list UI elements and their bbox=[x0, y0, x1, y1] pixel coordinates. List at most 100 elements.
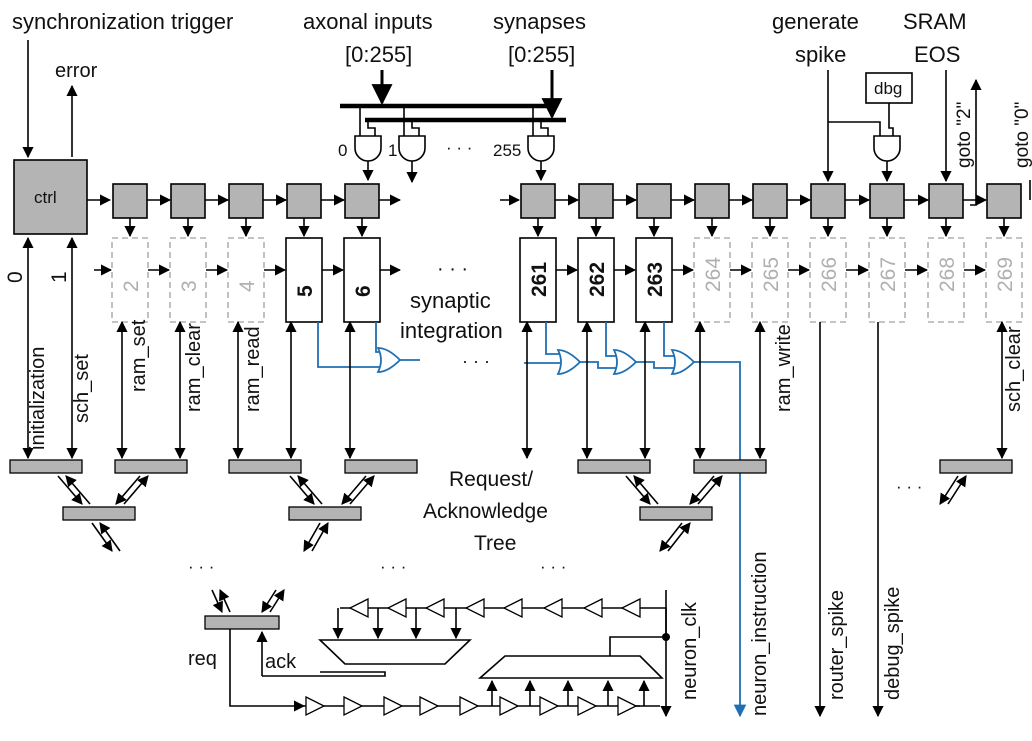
delay-chains bbox=[304, 597, 667, 717]
sram-label: SRAM bbox=[903, 9, 967, 34]
acknowledge-label: Acknowledge bbox=[423, 500, 548, 523]
controller-step bbox=[170, 183, 206, 219]
arbiter-bar bbox=[288, 506, 362, 521]
tree-ellipsis-2: · · · bbox=[380, 557, 406, 576]
state-label: 3 bbox=[178, 280, 201, 292]
eos-label: EOS bbox=[914, 42, 960, 67]
arbiter-bar bbox=[62, 506, 136, 521]
dbg-label: dbg bbox=[874, 79, 902, 98]
state-label: 5 bbox=[294, 285, 317, 297]
arbiter-bar bbox=[577, 459, 651, 474]
controller-step bbox=[869, 183, 905, 219]
synapses-range-label: [0:255] bbox=[508, 42, 575, 67]
state-label: 262 bbox=[586, 262, 609, 297]
controller-step bbox=[578, 183, 614, 219]
initialization-label: initialization bbox=[27, 347, 49, 450]
synaptic-or-chain: · · · bbox=[317, 322, 747, 718]
state-label: 2 bbox=[120, 280, 143, 292]
arbiter-bar bbox=[693, 459, 767, 474]
controller-step bbox=[986, 183, 1022, 219]
ack-label: ack bbox=[265, 651, 297, 673]
state-label: 4 bbox=[236, 280, 259, 292]
router-spike-label: router_spike bbox=[826, 590, 848, 700]
controller-step bbox=[636, 183, 672, 219]
arbiter-bar bbox=[344, 459, 418, 474]
controller-step bbox=[286, 183, 322, 219]
goto2-label: goto "2" bbox=[954, 102, 975, 168]
state-box bbox=[809, 237, 847, 323]
controller-step bbox=[752, 183, 788, 219]
ctrl-label: ctrl bbox=[34, 188, 57, 207]
debug-spike-label: debug_spike bbox=[882, 587, 904, 700]
controller-step bbox=[810, 183, 846, 219]
controller-step bbox=[928, 183, 964, 219]
state-label: 264 bbox=[702, 257, 725, 292]
and-gate-1 bbox=[398, 135, 426, 162]
gate-255-label: 255 bbox=[493, 141, 521, 160]
state-label: 268 bbox=[936, 257, 959, 292]
state-box bbox=[985, 237, 1023, 323]
generate-label: generate bbox=[772, 9, 859, 34]
signal-arrows bbox=[22, 236, 1008, 460]
tree-ellipsis-1: · · · bbox=[188, 557, 214, 576]
controller-step bbox=[344, 183, 380, 219]
state-box bbox=[577, 237, 615, 323]
gate-1-label: 1 bbox=[388, 141, 397, 160]
state-label: 269 bbox=[994, 257, 1017, 292]
state-box bbox=[169, 237, 207, 323]
state-label: 267 bbox=[877, 257, 900, 292]
dbg-and-gate bbox=[873, 135, 901, 162]
root-arbiter bbox=[204, 615, 280, 630]
and-gate-0 bbox=[354, 135, 382, 162]
state-box bbox=[285, 237, 323, 323]
state-box bbox=[111, 237, 149, 323]
state-box bbox=[227, 237, 265, 323]
state-box bbox=[751, 237, 789, 323]
request-label: Request/ bbox=[449, 468, 533, 491]
error-label: error bbox=[55, 60, 98, 82]
request-acknowledge-tree bbox=[9, 459, 1013, 614]
state-box bbox=[635, 237, 673, 323]
gate-0-label: 0 bbox=[338, 141, 347, 160]
tree-ellipsis-3: · · · bbox=[540, 557, 566, 576]
state-label: 261 bbox=[528, 262, 551, 297]
axonal-range-label: [0:255] bbox=[345, 42, 412, 67]
controller-step bbox=[112, 183, 148, 219]
ram-set-label: ram_set bbox=[128, 319, 150, 392]
or-ellipsis: · · · bbox=[462, 351, 490, 371]
sync-trigger-label: synchronization trigger bbox=[12, 9, 233, 34]
state-label: 6 bbox=[352, 285, 375, 297]
goto0-label: goto "0" bbox=[1012, 102, 1032, 168]
arbiter-bar bbox=[639, 506, 713, 521]
neuron-clk-label: neuron_clk bbox=[679, 601, 701, 700]
synapses-label: synapses bbox=[493, 9, 586, 34]
req-label: req bbox=[188, 648, 217, 670]
state-box bbox=[927, 237, 965, 323]
states-ellipsis: · · · bbox=[437, 258, 468, 280]
controller-step bbox=[228, 183, 264, 219]
neuron-instruction-label: neuron_instruction bbox=[749, 551, 771, 716]
controller-step bbox=[694, 183, 730, 219]
axonal-label: axonal inputs bbox=[303, 9, 433, 34]
state-box bbox=[343, 237, 381, 323]
ram-write-label: ram_write bbox=[773, 324, 795, 412]
state-controller-row bbox=[87, 183, 1022, 238]
gates-ellipsis: · · · bbox=[446, 138, 472, 157]
ack-mux bbox=[318, 639, 472, 665]
state-label: 265 bbox=[760, 257, 783, 292]
arbiter-bar bbox=[9, 459, 83, 474]
state-label: 266 bbox=[818, 257, 841, 292]
state-box bbox=[868, 237, 906, 323]
state-1-label: 1 bbox=[48, 271, 71, 283]
arbiter-bar bbox=[228, 459, 302, 474]
req-mux bbox=[477, 655, 664, 679]
integration-label: integration bbox=[400, 318, 503, 343]
sch-set-label: sch_set bbox=[71, 354, 93, 423]
state-0-label: 0 bbox=[4, 271, 27, 283]
ram-clear-label: ram_clear bbox=[183, 323, 205, 412]
arbiter-bar bbox=[939, 459, 1013, 474]
arbiter-bar bbox=[114, 459, 188, 474]
sch-clear-label: sch_clear bbox=[1003, 326, 1025, 412]
